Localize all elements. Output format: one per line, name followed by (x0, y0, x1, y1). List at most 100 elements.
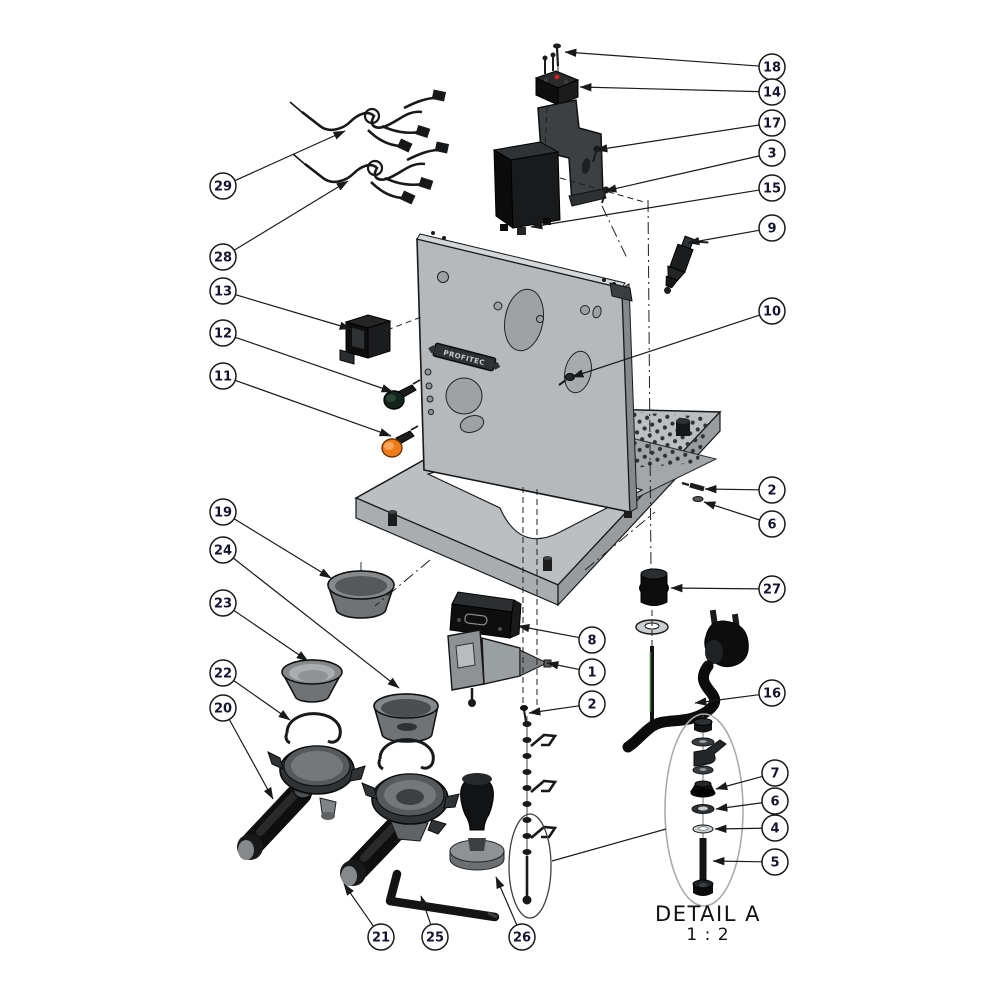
panel-oval-hole (504, 288, 544, 352)
base-standoff (676, 418, 690, 436)
balloon-13: 13 (209, 277, 237, 305)
balloon-18: 18 (758, 53, 786, 81)
callout-layer: 1814173159102627167645292813121119242322… (209, 48, 789, 951)
leader-line-12 (235, 336, 394, 393)
mounting-bracket-17 (537, 99, 607, 207)
leader-line-18 (564, 48, 760, 67)
svg-text:2: 2 (767, 484, 776, 499)
svg-text:6: 6 (767, 518, 776, 533)
detail-a-scale: 1 : 2 (686, 925, 729, 945)
svg-text:17: 17 (763, 117, 781, 132)
panel-round-cutout (445, 377, 483, 415)
indicator-lamp-orange-11 (381, 425, 419, 458)
balloon-6: 6 (761, 787, 789, 815)
svg-text:10: 10 (763, 305, 781, 320)
leader-line-6 (703, 501, 760, 521)
svg-text:16: 16 (763, 687, 781, 702)
svg-text:13: 13 (214, 285, 232, 300)
svg-text:24: 24 (214, 544, 232, 559)
balloon-27: 27 (758, 575, 786, 603)
svg-text:3: 3 (767, 147, 776, 162)
pump-cover-8 (449, 591, 522, 639)
balloon-7: 7 (761, 759, 789, 787)
detail-washer (691, 737, 715, 747)
leader-line-29 (234, 130, 346, 182)
balloon-12: 12 (209, 319, 237, 347)
svg-text:1: 1 (587, 666, 596, 681)
leader-line-13 (235, 294, 352, 330)
svg-text:6: 6 (770, 795, 779, 810)
terminal-block-14 (534, 52, 580, 106)
leader-line-9 (687, 229, 760, 246)
balloon-1: 1 (578, 658, 606, 686)
detail-a-ellipse (664, 713, 744, 907)
fastener-chain (508, 705, 558, 919)
svg-text:11: 11 (214, 370, 232, 385)
leader-line-22 (233, 679, 291, 721)
base-bolt (388, 510, 397, 526)
balloon-21: 21 (367, 923, 395, 951)
terminal-red-dot (554, 74, 560, 80)
portafilter-bottomless-21 (340, 773, 460, 886)
detail-source-ellipse (508, 813, 552, 919)
leader-line-2 (528, 705, 580, 716)
leader-line-11 (235, 379, 392, 437)
balloon-25: 25 (421, 923, 449, 951)
filter-basket-single-23 (281, 659, 343, 703)
leader-line-21 (343, 883, 375, 927)
leader-line-28 (233, 180, 349, 251)
svg-text:23: 23 (214, 597, 232, 612)
balloon-8: 8 (578, 626, 606, 654)
svg-text:7: 7 (770, 767, 779, 782)
balloon-19: 19 (209, 498, 237, 526)
leader-line-19 (233, 518, 332, 579)
balloon-10: 10 (758, 297, 786, 325)
leader-line-4 (714, 824, 763, 834)
wire-harness-29 (289, 89, 447, 153)
valve-9 (664, 235, 709, 294)
leader-line-15 (530, 189, 760, 230)
control-box-15 (492, 141, 561, 235)
detail-washer-6 (691, 804, 715, 814)
wire-harness-28 (292, 141, 450, 205)
indicator-lamp-green-12 (383, 379, 421, 410)
detail-bolt-5 (692, 838, 714, 896)
leader-line-17 (595, 124, 760, 153)
power-cord-16 (622, 609, 749, 753)
svg-text:15: 15 (763, 182, 781, 197)
foot-screw (649, 646, 654, 730)
tamper-26 (449, 773, 505, 871)
balloon-2: 2 (578, 690, 606, 718)
base-screw-2 (681, 481, 705, 502)
balloon-6: 6 (758, 510, 786, 538)
balloon-24: 24 (209, 536, 237, 564)
svg-text:26: 26 (513, 931, 531, 946)
balloon-20: 20 (209, 694, 237, 722)
detail-cap-nut (693, 718, 713, 733)
detail-a-label: DETAIL A (655, 902, 761, 926)
blind-filter-19 (327, 562, 395, 619)
svg-text:20: 20 (214, 702, 232, 717)
leader-line-6 (715, 802, 763, 812)
svg-text:22: 22 (214, 667, 232, 682)
leader-line-10 (571, 314, 760, 378)
leader-line-24 (232, 557, 400, 689)
balloon-11: 11 (209, 362, 237, 390)
balloon-17: 17 (758, 109, 786, 137)
detail-washer (692, 765, 714, 775)
balloon-2: 2 (758, 476, 786, 504)
leader-line-16 (694, 694, 760, 706)
detail-washer-4 (692, 824, 714, 834)
balloon-29: 29 (209, 172, 237, 200)
svg-text:19: 19 (214, 506, 232, 521)
detail-grommet-7 (690, 780, 716, 798)
svg-text:28: 28 (214, 251, 232, 266)
perforation-wing (630, 412, 710, 468)
leader-line-2 (704, 484, 760, 494)
balloon-15: 15 (758, 174, 786, 202)
svg-text:21: 21 (372, 931, 390, 946)
leader-line-7 (715, 775, 763, 791)
detail-a: DETAIL A 1 : 2 (655, 713, 761, 945)
